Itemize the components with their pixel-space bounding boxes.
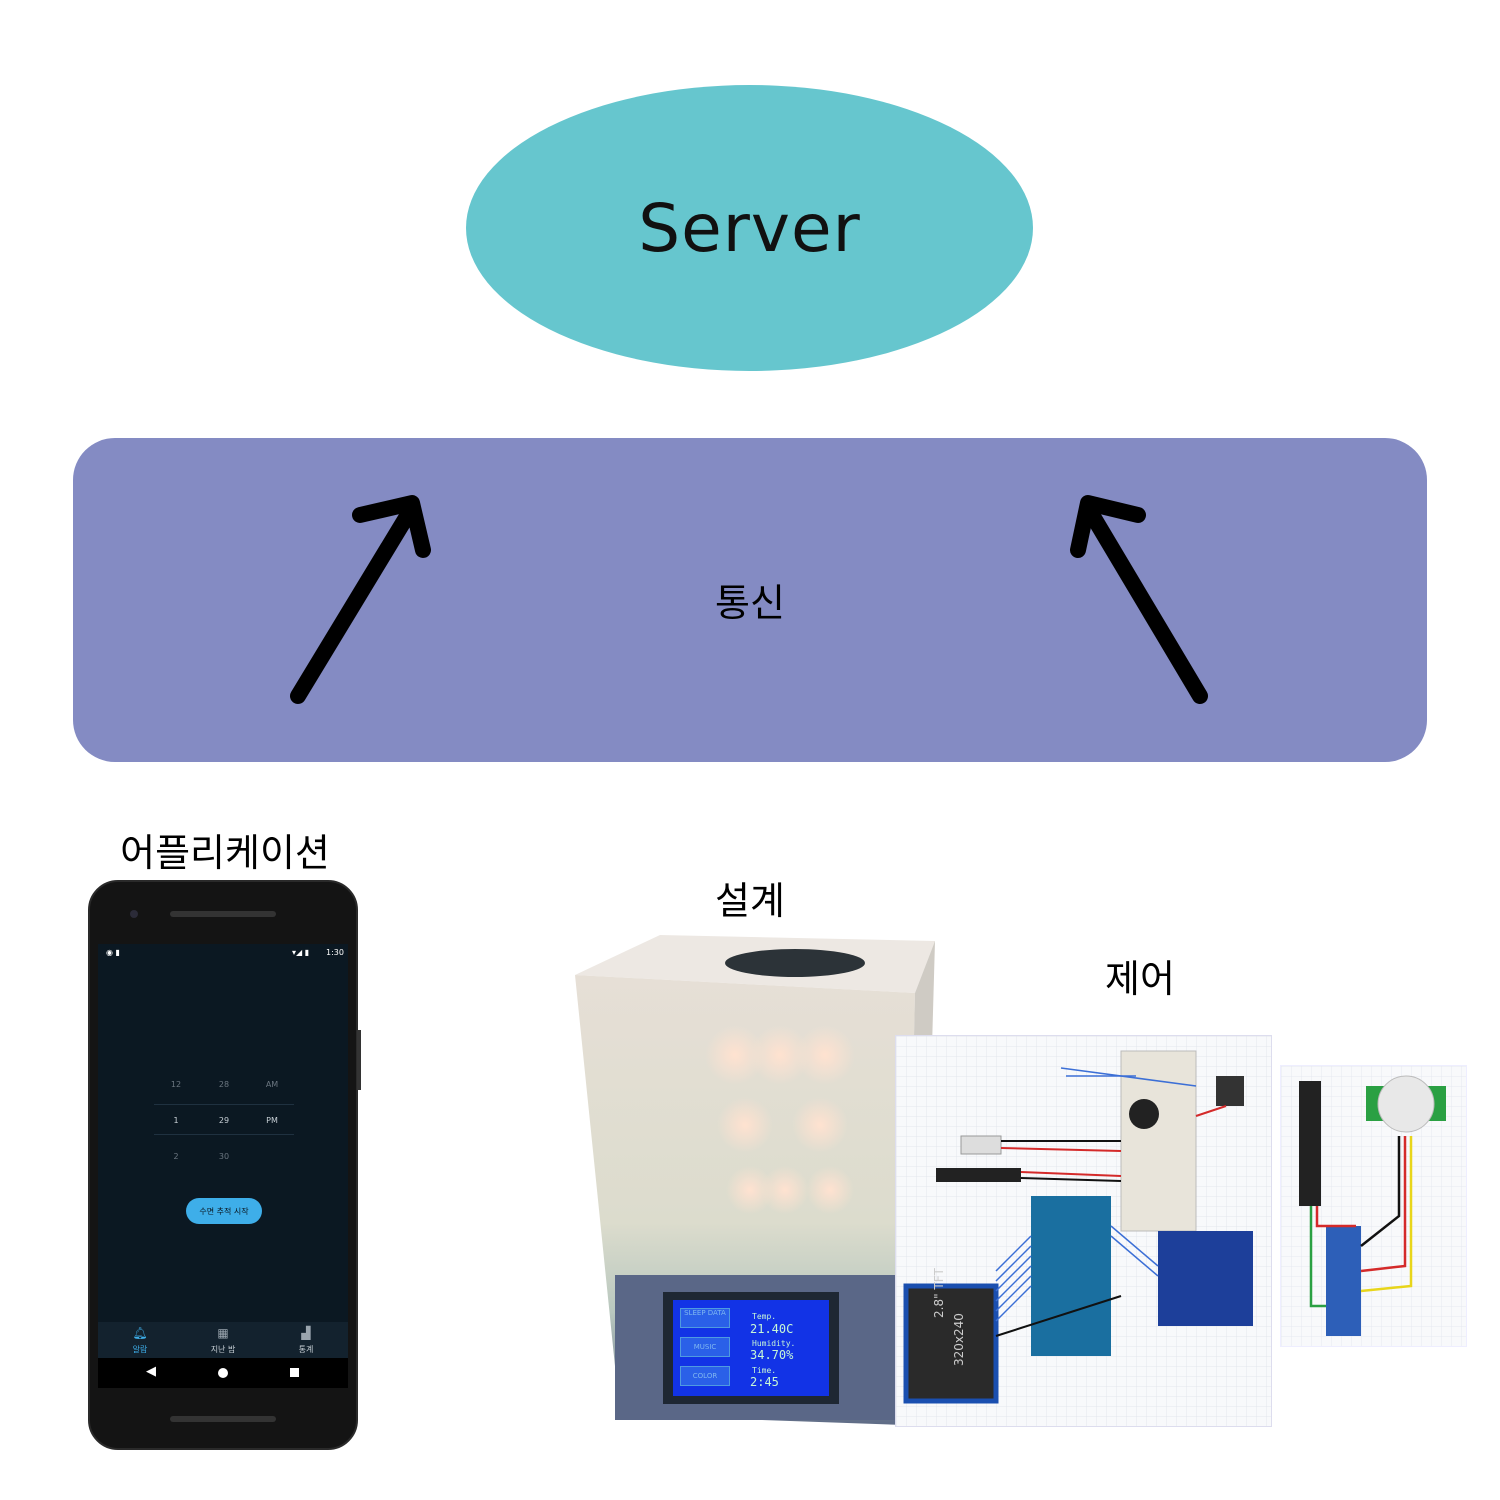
lcd-temp-value: 21.40C [750, 1322, 794, 1336]
arduino-nano [1326, 1226, 1361, 1336]
application-caption: 어플리케이션 [120, 831, 330, 875]
neopixel-stick [1299, 1081, 1321, 1206]
tft-label-size: 2.8" TFT [932, 1268, 946, 1318]
arduino-mega [1031, 1196, 1111, 1356]
tft-label-resolution: 320x240 [952, 1313, 966, 1366]
calendar-icon[interactable]: ▦ [217, 1326, 229, 1340]
back-icon[interactable]: ◀ [146, 1364, 156, 1379]
picker-divider-bottom [154, 1134, 294, 1135]
dht-sensor [960, 1135, 1002, 1155]
lcd-music-button[interactable]: MUSIC [680, 1337, 730, 1357]
arduino-shield [1158, 1231, 1253, 1326]
communication-label: 통신 [715, 581, 785, 625]
picker-divider-top [154, 1104, 294, 1105]
lcd-time-label: Time. [752, 1366, 777, 1375]
home-icon[interactable] [218, 1368, 228, 1378]
status-time: 1:30 [326, 948, 344, 957]
nav-item-alarm[interactable]: 알람 [132, 1345, 148, 1354]
lcd-sleep-data-button[interactable]: SLEEP DATA [680, 1308, 730, 1328]
picker-hour-prev[interactable]: 12 [170, 1080, 182, 1089]
phone-side-button [357, 1030, 361, 1090]
nav-item-last-night[interactable]: 지난 밤 [210, 1345, 236, 1354]
lcd-temp-label: Temp. [752, 1312, 777, 1321]
arrow-left-up [290, 495, 431, 704]
buzzer [1129, 1099, 1159, 1129]
communication-band [73, 438, 1427, 762]
picker-minute-selected[interactable]: 29 [218, 1116, 230, 1125]
bell-icon[interactable]: 🔔︎ [132, 1326, 148, 1340]
arrow-right-up [1070, 495, 1208, 704]
wiring-schematic [895, 1035, 1272, 1427]
phone-screen: ◉ ▮ ▾◢ ▮ 1:30 12 1 2 28 29 30 AM PM [98, 944, 348, 1388]
tft-display [903, 1283, 999, 1404]
lcd-color-button[interactable]: COLOR [680, 1366, 730, 1386]
design-caption: 설계 [715, 879, 785, 923]
picker-hour-selected[interactable]: 1 [173, 1116, 179, 1125]
lcd-humidity-label: Humidity. [752, 1339, 796, 1348]
nav-item-stats[interactable]: 통계 [298, 1345, 314, 1354]
server-label: Server [638, 189, 861, 267]
control-caption: 제어 [1105, 957, 1175, 1001]
lcd-humidity-value: 34.70% [750, 1348, 794, 1362]
picker-hour-next[interactable]: 2 [173, 1152, 179, 1161]
lcd-time-value: 2:45 [750, 1375, 779, 1389]
mp3-module [1216, 1076, 1244, 1106]
picker-ampm-pm[interactable]: PM [266, 1116, 278, 1125]
picker-minute-next[interactable]: 30 [218, 1152, 230, 1161]
chart-icon[interactable]: ▟ [301, 1326, 311, 1340]
recents-icon[interactable] [290, 1368, 299, 1377]
status-icons-left: ◉ ▮ [106, 948, 120, 957]
picker-ampm-am[interactable]: AM [265, 1080, 279, 1089]
system-nav-bar: ◀ [98, 1358, 348, 1388]
phone-bottom-speaker [170, 1416, 276, 1422]
led-strip [936, 1168, 1021, 1182]
pir-dome [1377, 1075, 1435, 1133]
phone-speaker [170, 911, 276, 917]
status-icons-right: ▾◢ ▮ [292, 948, 310, 957]
camera-icon [130, 910, 138, 918]
nano-pir-schematic [1280, 1065, 1467, 1347]
lamp-top-hole [725, 949, 865, 977]
bottom-nav: 🔔︎ 알람 ▦ 지난 밤 ▟ 통계 [98, 1322, 348, 1358]
start-sleep-tracking-button[interactable]: 수면 추적 시작 [186, 1198, 262, 1224]
server-node: Server [466, 85, 1033, 371]
picker-minute-prev[interactable]: 28 [218, 1080, 230, 1089]
